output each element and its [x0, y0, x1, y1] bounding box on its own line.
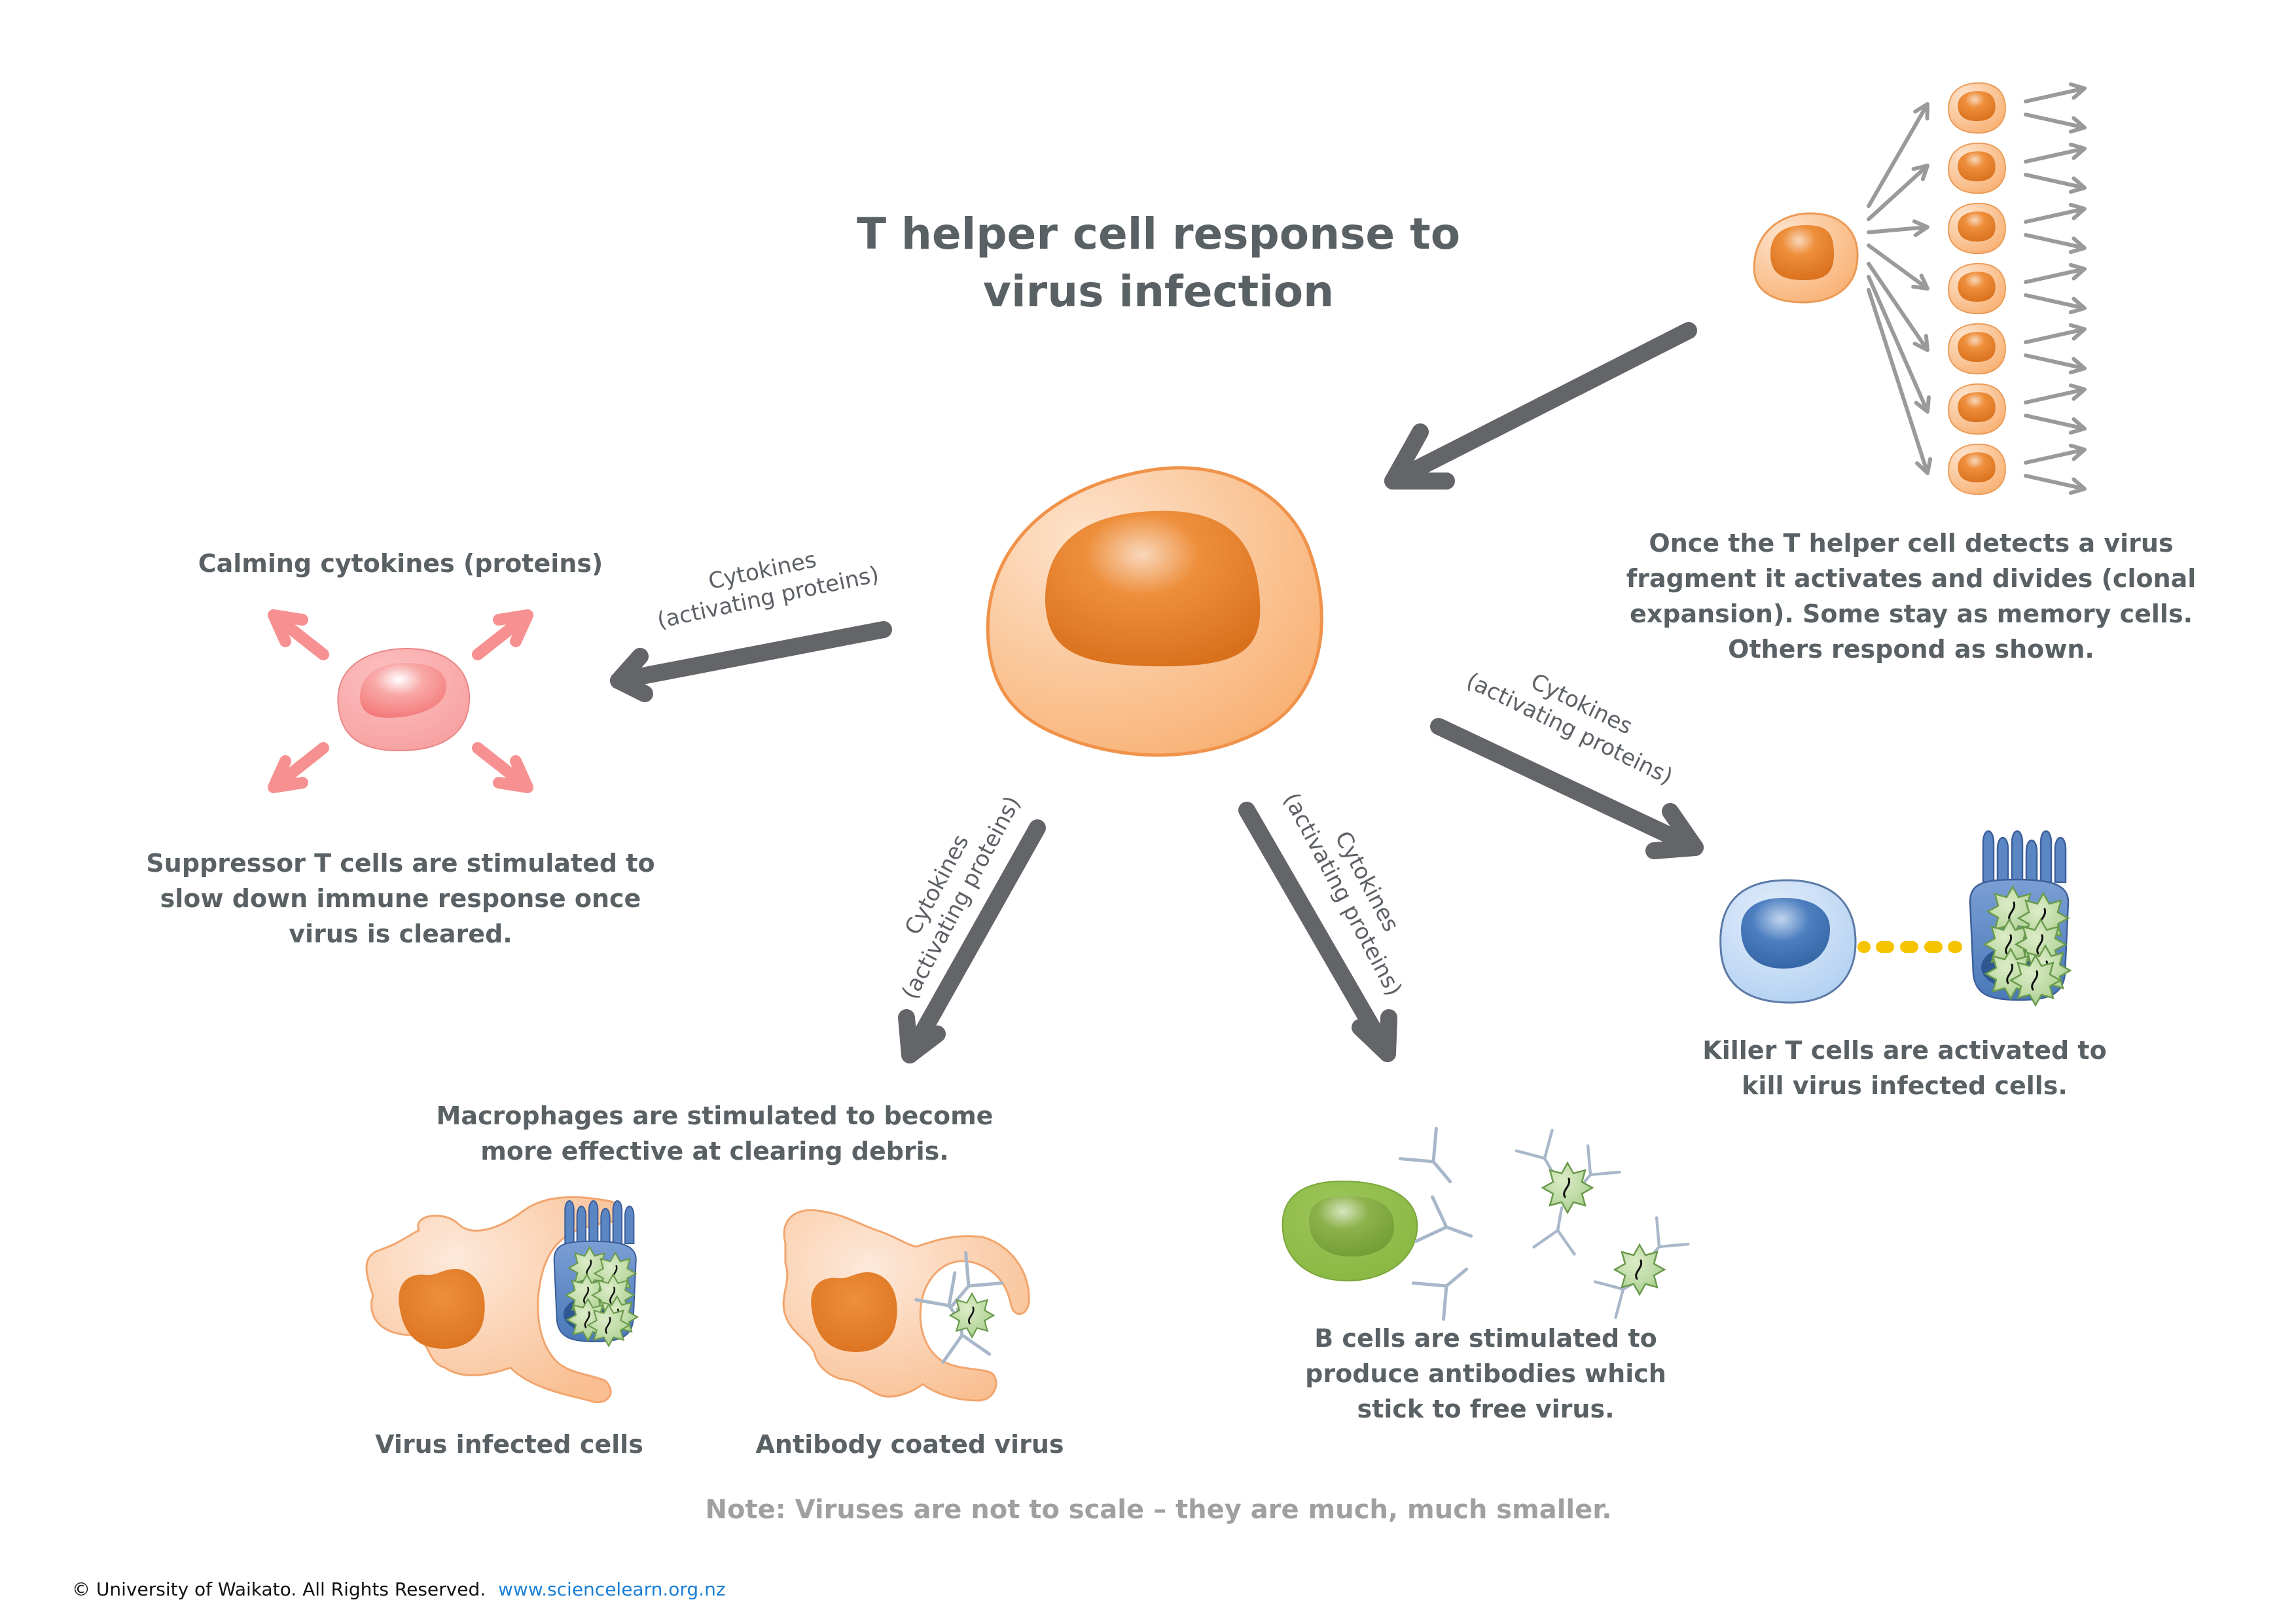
- cytokine-arrow-macrophage: Cytokines (activating proteins): [897, 792, 1046, 1063]
- daughter-t-helper-cell: [1948, 323, 2006, 375]
- division-arrow: [1867, 275, 1931, 414]
- central-t-helper-cell: [986, 466, 1323, 757]
- memory-output-arrow: [2024, 173, 2087, 194]
- daughter-t-helper-cell: [1948, 443, 2006, 495]
- clonal-expansion-caption: Once the T helper cell detects a virus f…: [1626, 529, 2197, 664]
- caption-line: fragment it activates and divides (clona…: [1626, 564, 2197, 593]
- caption-line: Once the T helper cell detects a virus: [1649, 529, 2173, 558]
- division-arrow: [1867, 243, 1929, 291]
- division-arrow: [1867, 288, 1933, 475]
- memory-output-arrow: [2024, 323, 2087, 344]
- memory-output-arrows: [2024, 82, 2087, 495]
- calming-cytokines-label: Calming cytokines (proteins): [198, 549, 603, 578]
- antibody-coated-virus: [949, 1293, 995, 1338]
- memory-output-arrow: [2024, 82, 2087, 103]
- memory-output-arrow: [2024, 474, 2087, 495]
- antibody-coated-viruses: [1516, 1130, 1688, 1317]
- daughter-t-helper-cell: [1948, 383, 2006, 435]
- suppressor-caption-line: Suppressor T cells are stimulated to: [146, 849, 655, 878]
- suppressor-caption-line: slow down immune response once: [160, 884, 641, 913]
- killer-caption-line: Killer T cells are activated to: [1702, 1036, 2106, 1065]
- website-link[interactable]: www.sciencelearn.org.nz: [498, 1578, 725, 1600]
- daughter-t-helper-cell: [1948, 262, 2006, 315]
- calming-cytokine-arrows: [268, 609, 533, 793]
- virus-infected-cell: [1970, 831, 2070, 1005]
- caption-line: expansion). Some stay as memory cells.: [1630, 599, 2193, 628]
- killer-caption-line: kill virus infected cells.: [1742, 1071, 2068, 1100]
- title-line-2: virus infection: [983, 266, 1334, 317]
- suppressor-caption-line: virus is cleared.: [289, 919, 512, 948]
- initial-t-helper-cell: [1753, 212, 1859, 304]
- division-arrow: [1867, 102, 1929, 208]
- b-cell-caption-line: B cells are stimulated to: [1314, 1324, 1657, 1353]
- footer: © University of Waikato. All Rights Rese…: [72, 1578, 726, 1600]
- copyright-text: © University of Waikato. All Rights Rese…: [72, 1578, 726, 1600]
- macrophage-group: Macrophages are stimulated to become mor…: [365, 1101, 1064, 1459]
- caption-line: Others respond as shown.: [1728, 635, 2094, 664]
- division-arrows: [1867, 102, 1933, 475]
- contact-dots: [1857, 941, 1962, 953]
- division-arrow: [1867, 219, 1929, 238]
- antibody-coated-virus-label: Antibody coated virus: [755, 1430, 1064, 1459]
- b-cell-caption-line: stick to free virus.: [1357, 1395, 1614, 1423]
- page-title: T helper cell response to virus infectio…: [857, 209, 1460, 317]
- cytokine-arrow-b-cell: Cytokines (activating proteins): [1238, 789, 1407, 1062]
- division-arrow: [1867, 262, 1929, 352]
- copyright: © University of Waikato. All Rights Rese…: [72, 1578, 486, 1600]
- memory-output-arrow: [2024, 113, 2087, 134]
- memory-output-arrow: [2024, 142, 2087, 164]
- memory-output-arrow: [2024, 262, 2087, 284]
- cytokine-arrow-killer: Cytokines (activating proteins): [1430, 668, 1704, 859]
- macrophage-antibody-virus: [782, 1209, 1030, 1402]
- memory-output-arrow: [2024, 414, 2087, 435]
- b-cell-caption-line: produce antibodies which: [1305, 1359, 1666, 1388]
- memory-output-arrow: [2024, 353, 2087, 375]
- memory-output-arrow: [2024, 202, 2087, 224]
- activation-arrow: [1384, 322, 1697, 490]
- killer-t-cell-group: Killer T cells are activated to kill vir…: [1702, 831, 2107, 1100]
- division-arrow: [1867, 164, 1929, 221]
- scale-note: Note: Viruses are not to scale – they ar…: [706, 1495, 1612, 1525]
- virus-infected-cells-label: Virus infected cells: [375, 1430, 643, 1459]
- memory-output-arrow: [2024, 383, 2087, 404]
- macrophage-caption-line: more effective at clearing debris.: [480, 1137, 949, 1166]
- daughter-cells: [1948, 82, 2006, 495]
- memory-output-arrow: [2024, 443, 2087, 465]
- memory-output-arrow: [2024, 233, 2087, 255]
- memory-output-arrow: [2024, 293, 2087, 315]
- cytokine-arrow-suppressor: Cytokines (activating proteins): [610, 546, 892, 702]
- daughter-t-helper-cell: [1948, 202, 2006, 255]
- b-cell-group: B cells are stimulated to produce antibo…: [1282, 1128, 1689, 1423]
- macrophage-infected-cells: [365, 1196, 637, 1404]
- suppressor-t-cell-group: Calming cytokines (proteins) Suppressor …: [146, 549, 655, 948]
- daughter-t-helper-cell: [1948, 142, 2006, 194]
- daughter-t-helper-cell: [1948, 82, 2006, 134]
- macrophage-caption-line: Macrophages are stimulated to become: [437, 1101, 994, 1130]
- title-line-1: T helper cell response to: [857, 209, 1460, 259]
- clonal-expansion-group: [1753, 82, 2087, 495]
